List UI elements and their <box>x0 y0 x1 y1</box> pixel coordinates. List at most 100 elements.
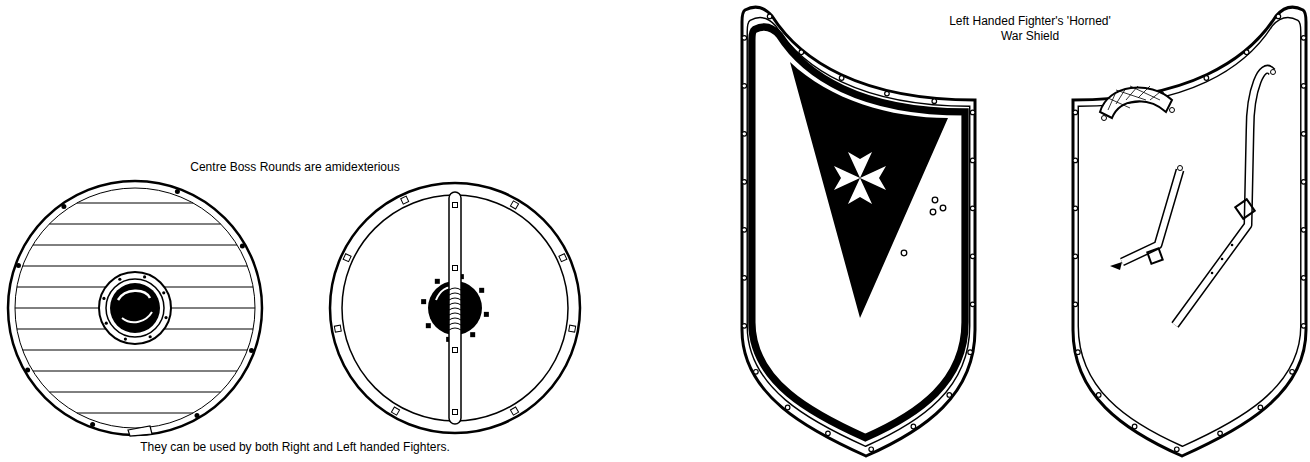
plank-line <box>17 329 106 330</box>
rim-rivet <box>799 50 804 55</box>
shield-outline <box>1073 7 1306 456</box>
rim-clip <box>510 407 518 415</box>
rim-rivet <box>61 204 66 209</box>
boss-rivet <box>102 297 105 300</box>
strap-buckle <box>1147 248 1162 263</box>
rim-rivet <box>742 132 747 137</box>
rim-rivet <box>1301 180 1306 185</box>
boss-rivet <box>143 275 146 278</box>
rim-rivet <box>911 424 916 429</box>
boss-rivet <box>118 278 121 281</box>
face-rivet <box>932 197 938 203</box>
plank-line <box>15 308 99 309</box>
strap-body <box>1175 69 1272 325</box>
rim-rivet <box>1290 370 1295 375</box>
plank-line <box>164 287 253 288</box>
strap-holes <box>1212 245 1232 273</box>
strap-rivet <box>1271 70 1276 75</box>
rim-rivet <box>742 84 747 89</box>
rim-clip <box>569 325 576 332</box>
rim-rivet <box>970 206 975 211</box>
rim-rivet <box>1204 76 1209 81</box>
rim-rivet <box>195 413 200 418</box>
rim-rivet <box>970 254 975 259</box>
rim-rivet <box>947 393 952 398</box>
face-rivet <box>930 209 936 215</box>
face-rivet <box>940 205 946 211</box>
rim-rivet <box>742 228 747 233</box>
boss-clip <box>421 299 426 304</box>
grip-bar <box>449 192 461 424</box>
caption-note: They can be used by both Right and Left … <box>140 440 450 455</box>
rim-rivet <box>742 180 747 185</box>
plank-line <box>33 245 237 246</box>
boss-clip <box>426 323 431 328</box>
rim-rivet <box>1276 14 1281 19</box>
plank-line <box>164 329 253 330</box>
rim-rivet <box>1301 84 1306 89</box>
strap-body <box>1122 170 1180 262</box>
cross-arm <box>860 166 886 190</box>
plank-line <box>49 224 220 225</box>
grip-rivet <box>1170 108 1175 113</box>
rim-rivet <box>970 302 975 307</box>
boss-dome <box>110 283 160 333</box>
grip-wrap <box>449 298 461 300</box>
cross-arm <box>848 152 872 178</box>
rim-rivet <box>240 244 245 249</box>
heater-shield-back <box>1073 7 1306 456</box>
rim-rivet <box>1218 431 1223 436</box>
mirrored-outline <box>1073 7 1306 456</box>
rim-rivet <box>885 91 890 96</box>
planked-round-shield <box>8 181 262 436</box>
heater-shield-front <box>742 7 975 456</box>
bar-nail <box>453 348 458 353</box>
rim-clip <box>334 325 341 332</box>
strap-buckle <box>1235 199 1254 218</box>
rim-rivet <box>1073 206 1078 211</box>
caption-note: Centre Boss Rounds are amidexterious <box>190 160 399 175</box>
strap-rivet <box>1178 166 1183 171</box>
rim-rivet <box>1301 228 1306 233</box>
rim-rivet <box>1258 405 1263 410</box>
face-rivet <box>901 250 907 256</box>
grip-mesh <box>1108 86 1160 110</box>
shield-inner-rim <box>1078 18 1301 447</box>
bar-nail <box>453 266 458 271</box>
boss-rivet <box>162 291 165 294</box>
cross-arm <box>848 178 872 204</box>
rim-rivet <box>970 158 975 163</box>
grip-wrap <box>449 303 461 305</box>
plank-line <box>49 392 220 393</box>
heraldic-pile <box>790 62 948 318</box>
boss-clip <box>484 312 489 317</box>
plank-line <box>23 350 248 351</box>
strap-tip <box>1110 262 1122 270</box>
strap-edge <box>1175 69 1272 325</box>
plank-line <box>171 308 255 309</box>
plank-line <box>77 413 193 414</box>
rim-rivet <box>785 405 790 410</box>
rim-rivet <box>869 447 874 452</box>
rim-rivet <box>839 76 844 81</box>
shield-rim <box>8 181 262 435</box>
rim-rivet <box>25 368 30 373</box>
rim-clip <box>559 254 567 262</box>
round-shield-back <box>330 183 580 433</box>
bar-nail <box>453 410 458 415</box>
shield-border-band <box>752 27 965 438</box>
rim-rivet <box>1301 276 1306 281</box>
rim-rivet <box>767 14 772 19</box>
cross-arm <box>834 166 860 190</box>
boss-clip <box>470 332 475 337</box>
rim-clip <box>510 201 518 209</box>
plank-line <box>17 287 106 288</box>
rim-clip <box>391 407 399 415</box>
rim-clamp <box>128 426 152 436</box>
boss-clip <box>479 288 484 293</box>
rim-rivet <box>742 276 747 281</box>
boss-ring <box>106 279 164 337</box>
rim-rivet <box>968 350 973 355</box>
rim-rivet <box>1073 302 1078 307</box>
